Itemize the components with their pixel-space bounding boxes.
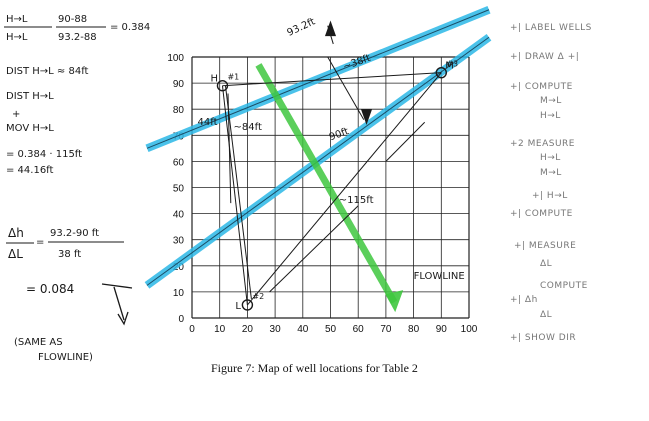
x-tick-label: 30 xyxy=(270,324,282,335)
well-marker-h xyxy=(216,80,229,92)
dist2-note: DIST H→L xyxy=(6,91,54,102)
well-tag-h: #1 xyxy=(227,73,239,82)
right-note-item: +| SHOW DIR xyxy=(510,333,576,343)
right-note-item: +| H→L xyxy=(532,191,568,201)
flowline: FLOWLINE xyxy=(255,63,465,313)
x-tick-label: 10 xyxy=(214,324,226,335)
frac-denominator: 93.2-88 xyxy=(58,32,97,43)
y-tick-label: 30 xyxy=(173,236,185,247)
right-note-item: +| Δh xyxy=(510,295,538,305)
calc2-note: = 44.16ft xyxy=(6,165,54,176)
ratio-denominator: H→L xyxy=(6,32,28,43)
y-tick-label: 80 xyxy=(173,105,185,116)
contour-lines xyxy=(144,6,492,289)
plus-note: + xyxy=(12,109,20,120)
line-m-l xyxy=(247,72,442,306)
figure-caption: Figure 7: Map of well locations for Tabl… xyxy=(211,361,418,375)
dh-numerator: Δh xyxy=(8,226,24,240)
same-note-2: FLOWLINE) xyxy=(38,352,93,363)
right-note-item: COMPUTE xyxy=(540,281,588,291)
well-label-h: H xyxy=(210,74,218,85)
well-label-m: M xyxy=(445,61,454,72)
dim-115ft-line xyxy=(385,121,426,162)
dh-frac-denominator: 38 ft xyxy=(58,249,81,260)
plot-annotation: ~115ft xyxy=(339,195,374,206)
flowline-shaft xyxy=(255,63,398,304)
x-tick-label: 70 xyxy=(380,324,392,335)
well-map-plot: 0102030405060708090100010203040506070809… xyxy=(144,6,492,335)
right-note-item: M→L xyxy=(540,168,562,178)
arrow-down-head xyxy=(360,109,373,125)
right-note-item: ΔL xyxy=(540,310,552,320)
construction-lines xyxy=(221,20,442,306)
right-note-item: +2 MEASURE xyxy=(510,139,575,149)
right-note-item: H→L xyxy=(540,111,561,121)
flowline-arrowhead xyxy=(385,290,404,313)
x-tick-label: 20 xyxy=(242,324,254,335)
frac-numerator: 90-88 xyxy=(58,14,87,25)
right-notes: +| LABEL WELLS +| DRAW Δ +| +| COMPUTE M→L H… xyxy=(510,23,592,343)
same-note-1: (SAME AS xyxy=(14,337,63,348)
y-tick-label: 100 xyxy=(167,53,184,64)
x-tick-label: 90 xyxy=(436,324,448,335)
ratio-numerator: H→L xyxy=(6,14,28,25)
ratio-result: = 0.384 xyxy=(110,22,150,33)
mov-note: MOV H→L xyxy=(6,123,54,134)
plot-annotation: ~84ft xyxy=(234,122,262,133)
line-h-l-measure xyxy=(224,85,252,300)
dim-38ft-line xyxy=(327,56,365,120)
calc1-note: = 0.384 · 115ft xyxy=(6,149,82,160)
right-note-item: M→L xyxy=(540,96,562,106)
dh-result: = 0.084 xyxy=(26,282,74,296)
dh-denominator: ΔL xyxy=(8,247,23,261)
right-note-item: H→L xyxy=(540,153,561,163)
dist-note: DIST H→L ≈ 84ft xyxy=(6,66,89,77)
y-tick-label: 10 xyxy=(173,288,185,299)
x-tick-label: 100 xyxy=(461,324,478,335)
wells: H #1L #2 M#3 xyxy=(210,60,458,312)
y-tick-label: 40 xyxy=(173,210,185,221)
arrow-up-head xyxy=(324,20,337,37)
flowline-label: FLOWLINE xyxy=(414,271,465,282)
dh-frac-numerator: 93.2-90 ft xyxy=(50,228,99,239)
well-tag-l: #2 xyxy=(252,292,264,301)
y-tick-label: 0 xyxy=(178,314,184,325)
right-note-item: +| LABEL WELLS xyxy=(510,23,592,33)
y-tick-label: 50 xyxy=(173,184,185,195)
x-tick-label: 50 xyxy=(325,324,337,335)
plot-grid xyxy=(191,56,470,319)
right-note-item: +| MEASURE xyxy=(514,241,576,251)
plot-annotation: 93.2ft xyxy=(286,16,317,38)
line-h-l xyxy=(221,85,248,306)
dim-115ft-line-2 xyxy=(269,205,359,293)
well-label-l: L xyxy=(235,301,241,312)
well-marker-m xyxy=(435,66,447,79)
axis-ticks: 0102030405060708090100010203040506070809… xyxy=(167,53,477,335)
y-tick-label: 60 xyxy=(173,157,185,168)
contour-90ft-centerline xyxy=(146,36,490,286)
dh-equals: = xyxy=(36,237,44,248)
x-tick-label: 40 xyxy=(297,324,309,335)
dim-44ft-line xyxy=(227,93,232,204)
right-note-item: +| DRAW Δ +| xyxy=(510,52,579,62)
y-tick-label: 90 xyxy=(173,79,185,90)
right-note-item: ΔL xyxy=(540,259,552,269)
dh-arrow xyxy=(101,283,133,326)
right-note-item: +| COMPUTE xyxy=(510,82,573,92)
x-tick-label: 60 xyxy=(353,324,365,335)
well-marker-l xyxy=(241,299,254,311)
left-notes: H→L H→L 90-88 93.2-88 = 0.384 DIST H→L ≈… xyxy=(4,14,150,363)
plot-annotation: ~38ft xyxy=(342,53,372,73)
right-note-item: +| COMPUTE xyxy=(510,209,573,219)
x-tick-label: 0 xyxy=(189,324,195,335)
contour-93-2ft-centerline xyxy=(146,9,490,149)
x-tick-label: 80 xyxy=(408,324,420,335)
line-h-m xyxy=(222,72,442,87)
plot-annotation: 44ft xyxy=(198,117,218,128)
well-tag-m: #3 xyxy=(446,60,458,69)
